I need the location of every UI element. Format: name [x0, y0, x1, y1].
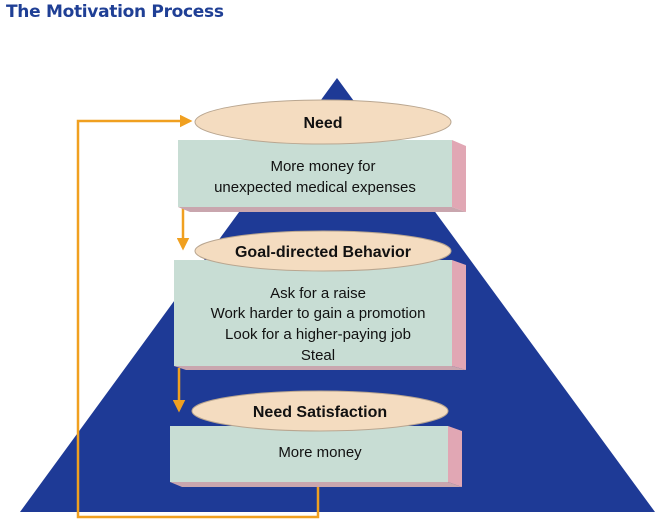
stage-behavior-detail-2: Work harder to gain a promotion — [211, 305, 426, 322]
stage-need-label: Need — [303, 115, 342, 132]
stage-satisfaction-box — [170, 426, 448, 482]
stage-need-box — [178, 140, 452, 207]
stage-behavior-label: Goal-directed Behavior — [235, 244, 411, 261]
stage-behavior-box — [174, 260, 452, 366]
feedback-arrow — [76, 114, 320, 519]
stage-need-detail-2: unexpected medical expenses — [214, 179, 416, 196]
stage-behavior-detail-1: Ask for a raise — [270, 285, 366, 302]
stage-need-detail-1: More money for — [270, 158, 375, 175]
stage-satisfaction-detail-1: More money — [278, 444, 362, 461]
stage-satisfaction-box-bottom — [170, 482, 462, 487]
stage-satisfaction-oval — [191, 390, 449, 432]
stage-satisfaction-box-side — [448, 426, 462, 487]
stage-need-oval — [194, 99, 452, 145]
page-title: The Motivation Process — [6, 2, 224, 22]
stage-behavior-detail-3: Look for a higher-paying job — [225, 326, 411, 343]
stage-behavior-oval — [194, 230, 452, 272]
stage-need-box-bottom — [178, 207, 466, 212]
stage-need-satisfaction: More money Need Satisfaction — [170, 390, 462, 487]
stage-need: More money for unexpected medical expens… — [178, 99, 466, 212]
stage-behavior-detail-4: Steal — [301, 347, 335, 364]
stage-behavior-box-side — [452, 260, 466, 370]
stage-behavior-box-bottom — [174, 366, 466, 370]
stage-goal-directed-behavior: Ask for a raise Work harder to gain a pr… — [174, 230, 466, 370]
stage-satisfaction-label: Need Satisfaction — [253, 404, 387, 421]
stage-need-box-side — [452, 140, 466, 212]
